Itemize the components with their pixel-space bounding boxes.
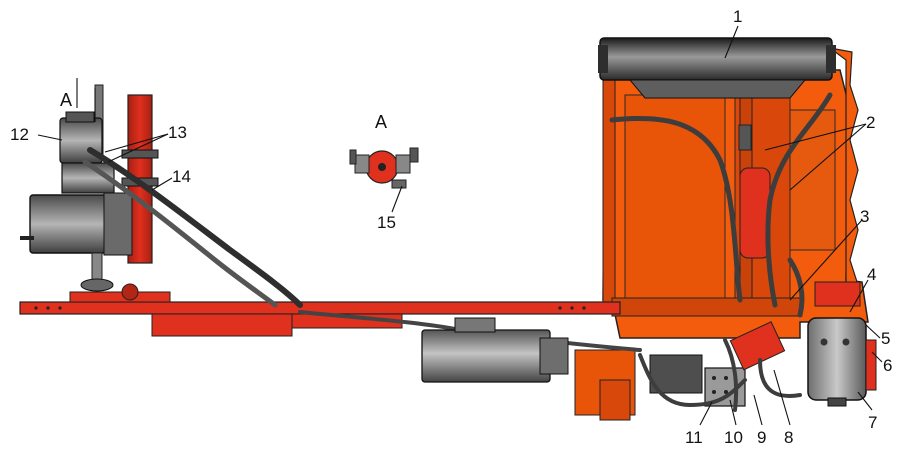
leader-10 xyxy=(729,399,737,426)
leader-1 xyxy=(724,25,739,59)
oil-tank xyxy=(807,317,877,407)
callout-11: 11 xyxy=(685,428,703,447)
pump-pipe-lower xyxy=(82,159,278,308)
pump-base-hub xyxy=(121,283,139,301)
callout-labels: 1 2 3 4 5 6 7 8 9 10 11 12 13 14 15 xyxy=(10,7,892,447)
leader-14 xyxy=(151,177,173,191)
tank-bottom-drain xyxy=(827,397,847,407)
tank-port-lower xyxy=(842,338,850,346)
detail-lug-left xyxy=(349,149,357,165)
radiator-shroud xyxy=(628,79,807,99)
callout-3: 3 xyxy=(860,207,869,226)
valve-block-body xyxy=(704,367,746,407)
lower-hose-b xyxy=(758,358,802,398)
frame-lower-box xyxy=(814,281,861,307)
callout-10: 10 xyxy=(724,428,743,447)
leader-12 xyxy=(37,134,63,141)
leader-7 xyxy=(857,391,873,411)
frame-hose-b xyxy=(765,92,833,308)
pump-base-plate xyxy=(69,291,171,303)
tank-red-bracket xyxy=(865,339,877,391)
main-beam-holes xyxy=(34,306,586,310)
lower-hoses xyxy=(638,338,802,412)
frame-bracket xyxy=(738,124,752,151)
view-label-center: A xyxy=(375,112,387,132)
leader-13a xyxy=(104,133,169,153)
lower-hose-c xyxy=(723,338,739,412)
main-beam-lower-left xyxy=(151,313,293,337)
callout-12: 12 xyxy=(10,125,29,144)
pump-stand-base xyxy=(80,278,114,292)
valve-block-ports xyxy=(712,376,728,394)
leader-2a xyxy=(764,123,867,151)
motor-body xyxy=(421,329,551,383)
frame-right-recess xyxy=(789,109,836,251)
detail-view-a xyxy=(349,147,419,189)
leader-9 xyxy=(753,394,763,426)
callout-13: 13 xyxy=(168,123,187,142)
callout-14: 14 xyxy=(172,167,191,186)
leader-2b xyxy=(789,123,867,191)
callout-9: 9 xyxy=(757,428,766,447)
callout-4: 4 xyxy=(867,265,876,284)
main-beam xyxy=(19,301,621,337)
pump-shaft-out xyxy=(20,236,34,240)
leader-8 xyxy=(773,369,791,426)
callout-5: 5 xyxy=(881,329,890,348)
frame-post-left xyxy=(602,59,616,306)
radiator-body xyxy=(599,37,833,81)
frame-inner-panel xyxy=(624,94,726,301)
detail-valve-center xyxy=(378,163,386,171)
leader-11 xyxy=(699,401,713,426)
view-label-left: A xyxy=(60,90,72,110)
detail-stem xyxy=(391,179,407,189)
red-manifold xyxy=(729,321,786,371)
pump-top-cap xyxy=(65,111,95,123)
motor-top-block xyxy=(454,317,496,333)
lower-hose-a xyxy=(638,353,747,408)
callout-1: 1 xyxy=(733,7,742,26)
frame-hose-a xyxy=(609,115,743,303)
tank-port-upper xyxy=(820,338,828,346)
motor-end xyxy=(539,337,569,375)
pump-assembly xyxy=(20,84,171,303)
leader-lines xyxy=(37,25,883,426)
bar-clamp-top xyxy=(121,149,159,159)
callout-15: 15 xyxy=(377,213,396,232)
pump-pipe-upper xyxy=(87,147,303,308)
frame-hoses xyxy=(609,92,833,318)
callout-6: 6 xyxy=(883,356,892,375)
lower-motor xyxy=(421,317,569,383)
frame-hose-c xyxy=(787,257,805,318)
leader-13b xyxy=(107,133,169,163)
leader-4 xyxy=(849,279,869,313)
detail-arm-left xyxy=(354,154,370,174)
leader-5 xyxy=(865,324,881,339)
callout-7: 7 xyxy=(868,413,877,432)
leader-6 xyxy=(871,351,883,363)
tank-body xyxy=(807,317,867,401)
pump-gearbox-flange xyxy=(103,192,133,256)
detail-lug-right xyxy=(409,147,419,163)
leader-15 xyxy=(391,185,403,213)
radiator-side-tab-left xyxy=(598,45,608,73)
callout-2: 2 xyxy=(866,113,875,132)
callout-8: 8 xyxy=(784,428,793,447)
frame-step-under xyxy=(599,379,631,421)
detail-arm-right xyxy=(395,154,411,174)
radiator xyxy=(598,37,836,99)
leader-3 xyxy=(789,219,863,301)
radiator-side-tab-right xyxy=(826,45,836,73)
